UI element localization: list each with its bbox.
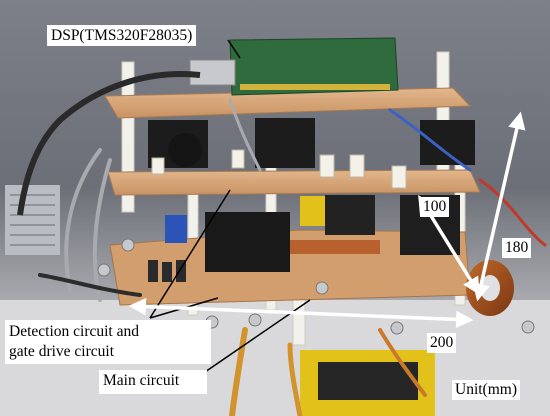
height-dimension-label: 180 [502, 238, 532, 258]
small-capacitors [148, 260, 186, 282]
main-heatsink [205, 212, 290, 272]
dsp-header-pins [240, 84, 390, 90]
middle-connectors [151, 149, 407, 189]
main-circuit-label: Main circuit [99, 370, 207, 394]
yellow-inductor [300, 196, 325, 226]
usb-cable [17, 71, 201, 216]
width-dimension-label: 200 [427, 333, 457, 353]
diode-block [325, 195, 375, 235]
inductor-cap [168, 133, 202, 167]
heatsink-3 [420, 120, 475, 165]
power-supply-box [5, 185, 60, 255]
blue-capacitor [165, 215, 187, 243]
power-supply-vents [10, 194, 55, 246]
detection-circuit-label: Detection circuit and gate drive circuit [5, 320, 211, 364]
transformer-core [318, 362, 418, 400]
depth-dimension-label: 100 [420, 197, 450, 217]
unit-label: Unit(mm) [452, 380, 520, 400]
heatsink-2 [255, 118, 315, 168]
toroid-core [480, 275, 500, 301]
resistor [290, 240, 380, 254]
dsp-label: DSP(TMS320F28035) [47, 25, 197, 46]
